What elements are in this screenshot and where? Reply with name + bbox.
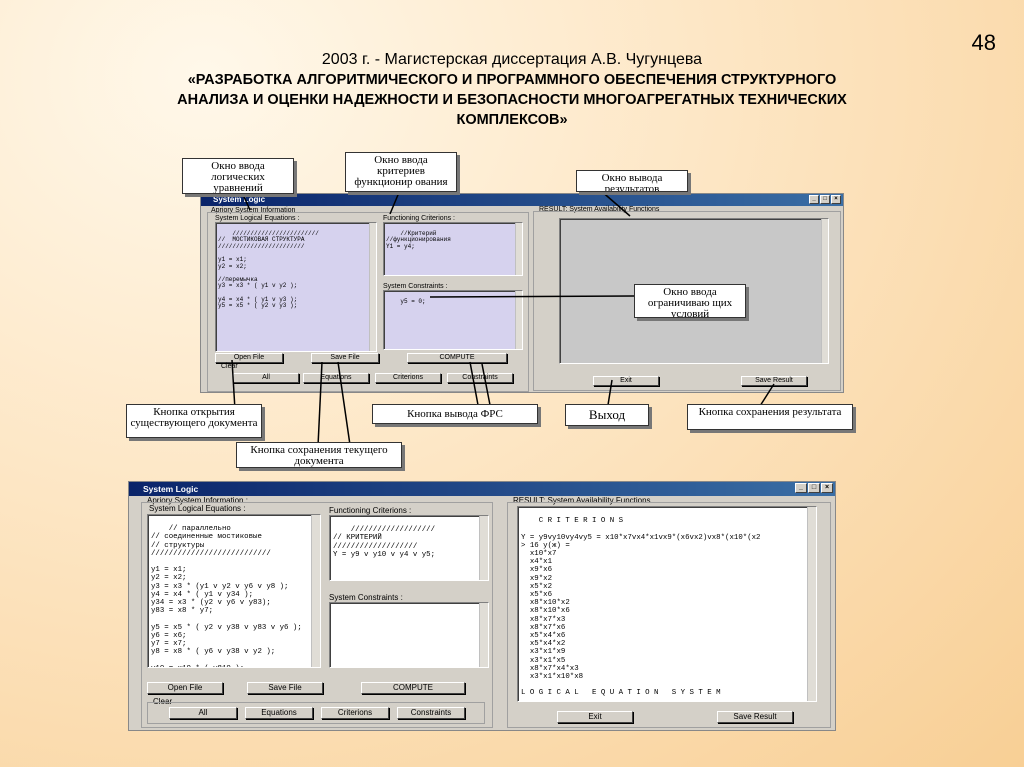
constraints-label: System Constraints : [383,283,448,290]
criterions-scrollbar[interactable] [515,223,522,275]
connector-save-2 [337,361,351,446]
clear-criterions-button[interactable]: Criterions [321,707,389,719]
title-line-2: «РАЗРАБОТКА АЛГОРИТМИЧЕСКОГО И ПРОГРАММН… [187,72,837,88]
small-title-bar: System Logic _ □ × [201,194,843,206]
exit-button[interactable]: Exit [557,711,633,723]
compute-button[interactable]: COMPUTE [407,353,507,363]
clear-criterions-button[interactable]: Criterions [375,373,441,383]
open-file-button[interactable]: Open File [215,353,283,363]
equations-label: System Logical Equations : [149,504,246,513]
equations-label: System Logical Equations : [215,215,300,222]
compute-button[interactable]: COMPUTE [361,682,465,694]
equations-scrollbar[interactable] [369,223,376,351]
apriory-group [207,212,529,392]
callout-constraints-input: Окно ввода ограничиваю щих условий [634,284,746,318]
minimize-button[interactable]: _ [795,483,807,493]
save-file-button[interactable]: Save File [311,353,379,363]
constraints-label: System Constraints : [329,593,403,602]
result-label: RESULT: System Availability Functions [539,206,660,213]
criterions-text: //Критерий //функционирования Y1 = y4; [386,229,451,250]
save-result-button[interactable]: Save Result [741,376,807,386]
clear-all-button[interactable]: All [169,707,237,719]
equations-text: // параллельно // соединенные мостиковые… [151,525,302,667]
result-label: RESULT: System Availability Functions [513,496,651,505]
connector-constraints [429,295,635,298]
clear-label: Clear [221,363,238,370]
clear-constraints-button[interactable]: Constraints [447,373,513,383]
criterions-textarea[interactable]: //Критерий //функционирования Y1 = y4; [383,222,523,276]
title-line-1: 2003 г. - Магистерская диссертация А.В. … [321,51,703,68]
main-app-window: System Logic _ □ × Apriory System Inform… [128,481,836,731]
main-title-bar: System Logic _ □ × [129,482,835,496]
main-window-title: System Logic [143,484,199,494]
constraints-text: y5 = 0; [400,297,426,305]
result-scrollbar[interactable] [821,219,828,363]
clear-equations-button[interactable]: Equations [303,373,369,383]
equations-text: //////////////////////// // МОСТИКОВАЯ С… [218,229,319,310]
callout-exit: Выход [565,404,649,426]
save-file-button[interactable]: Save File [247,682,323,694]
callout-open-existing: Кнопка открытия существующего документа [126,404,262,438]
apriory-label: Apriory System Information : [147,496,248,505]
clear-equations-button[interactable]: Equations [245,707,313,719]
apriory-group [141,502,493,728]
constraints-scrollbar[interactable] [515,291,522,349]
criterions-text: /////////////////// // КРИТЕРИЙ ////////… [333,526,436,559]
callout-compute-frs: Кнопка вывода ФРС [372,404,538,424]
slide-title: 2003 г. - Магистерская диссертация А.В. … [90,50,934,130]
equations-textarea[interactable]: //////////////////////// // МОСТИКОВАЯ С… [215,222,377,352]
small-app-window: System Logic _ □ × Apriory System Inform… [200,193,844,393]
callout-results-output: Окно вывода результатов [576,170,688,192]
result-group [507,502,831,728]
exit-button[interactable]: Exit [593,376,659,386]
result-group [533,211,841,391]
connector-compute-2 [481,363,491,406]
close-button[interactable]: × [831,195,841,204]
criterions-label: Functioning Criterions : [383,215,455,222]
clear-constraints-button[interactable]: Constraints [397,707,465,719]
maximize-button[interactable]: □ [808,483,820,493]
slide-number: 48 [971,30,996,55]
connector-exit [607,379,613,406]
title-line-4: КОМПЛЕКСОВ» [456,112,568,128]
connector-criteria [389,189,401,215]
callout-equations-input: Окно ввода логических уравнений [182,158,294,194]
result-text: C R I T E R I O N S Y = y9vy10vy4vy5 = x… [521,517,761,698]
callout-criteria-input: Окно ввода критериев функционир ования [345,152,457,192]
clear-label: Clear [153,697,173,706]
open-file-button[interactable]: Open File [147,682,223,694]
save-result-button[interactable]: Save Result [717,711,793,723]
connector-results [599,189,631,217]
maximize-button[interactable]: □ [820,195,830,204]
constraints-scrollbar[interactable] [479,603,488,667]
connector-open [231,359,236,411]
result-scrollbar[interactable] [807,507,816,701]
constraints-textarea[interactable]: y5 = 0; [383,290,523,350]
small-window-title: System Logic [213,195,266,204]
equations-scrollbar[interactable] [311,515,320,667]
constraints-textarea[interactable] [329,602,489,668]
criterions-label: Functioning Criterions : [329,506,412,515]
title-line-3: АНАЛИЗА И ОЦЕНКИ НАДЕЖНОСТИ И БЕЗОПАСНОС… [177,92,847,108]
connector-save [317,361,323,447]
equations-textarea[interactable]: // параллельно // соединенные мостиковые… [147,514,321,668]
connector-compute [469,361,479,406]
close-button[interactable]: × [821,483,833,493]
result-textarea[interactable]: C R I T E R I O N S Y = y9vy10vy4vy5 = x… [517,506,817,702]
minimize-button[interactable]: _ [809,195,819,204]
connector-save-result [759,383,775,407]
criterions-textarea[interactable]: /////////////////// // КРИТЕРИЙ ////////… [329,515,489,581]
criterions-scrollbar[interactable] [479,516,488,580]
apriory-label: Apriory System Information [211,207,296,214]
callout-save-result: Кнопка сохранения результата [687,404,853,430]
clear-group [147,702,485,724]
callout-save-current: Кнопка сохранения текущего документа [236,442,402,468]
